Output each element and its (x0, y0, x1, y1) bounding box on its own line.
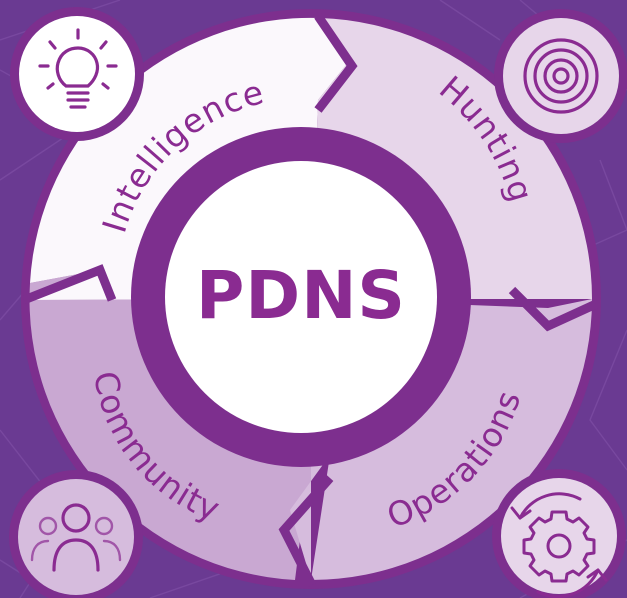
badge-hunting[interactable] (494, 9, 627, 143)
segment-dividers (22, 13, 598, 588)
center-title: PDNS (196, 256, 406, 334)
badge-operations[interactable] (492, 469, 626, 598)
badge-community[interactable] (9, 470, 143, 598)
center-circle (165, 161, 437, 433)
people-group-icon (30, 503, 122, 572)
target-icon (523, 38, 599, 114)
gear-cycle-icon (510, 492, 608, 598)
lightbulb-icon (38, 28, 118, 109)
badge-intelligence[interactable] (10, 7, 144, 141)
